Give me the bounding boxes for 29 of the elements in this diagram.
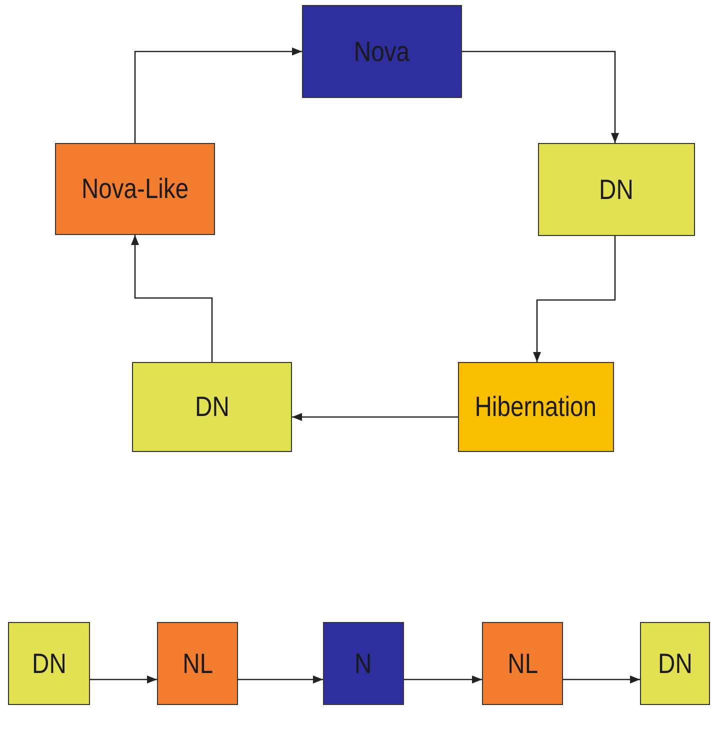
state-box [482,622,563,705]
arrow [404,676,482,684]
state-label: N [354,648,372,680]
state-label: Nova [354,36,410,68]
state-box [323,622,404,705]
state-box [538,143,695,236]
arrow [462,50,619,143]
state-box [458,362,614,452]
arrow [563,676,640,684]
state-box [132,362,292,452]
state-label: DN [658,648,692,680]
state-label: Hibernation [475,391,597,423]
state-box [8,622,90,705]
state-box [302,5,462,98]
state-box [640,622,710,705]
state-label: NL [182,648,213,680]
state-label: Nova-Like [81,173,189,205]
arrow [134,48,302,143]
state-label: DN [32,648,66,680]
arrow [131,235,213,362]
arrow [533,236,616,362]
arrow [292,413,458,421]
state-box [157,622,238,705]
state-label: DN [599,174,634,206]
state-box [55,143,215,235]
state-label: NL [507,648,538,680]
state-label: DN [194,391,230,423]
arrow [90,676,157,684]
arrow [238,676,323,684]
